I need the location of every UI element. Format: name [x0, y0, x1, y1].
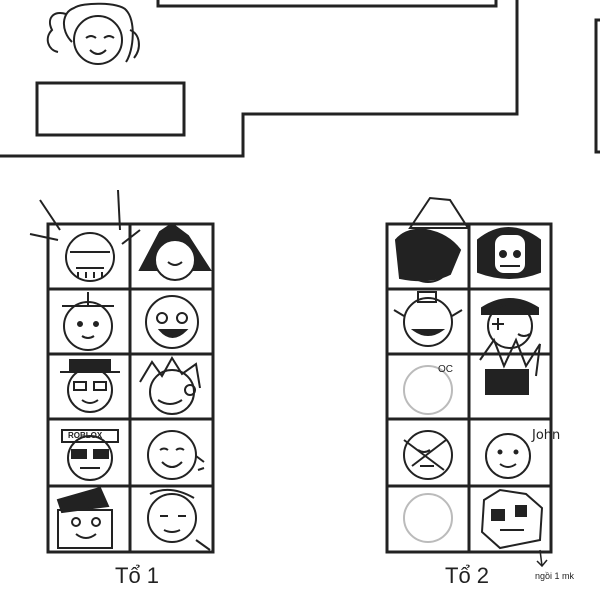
seat-note: ngồi 1 mk	[535, 571, 575, 581]
hooded-face-icon	[138, 222, 212, 281]
teacher-face-icon	[46, 2, 140, 65]
bun-face-icon	[393, 291, 463, 347]
cap-face-icon	[62, 292, 114, 351]
spiky-face-icon	[139, 356, 201, 415]
witch-hat-face-icon	[394, 196, 470, 283]
fedora-face-icon	[60, 359, 120, 413]
r-cap-face-icon	[56, 486, 113, 549]
blocky-face-icon	[480, 488, 544, 550]
empty-seat-icon	[403, 493, 453, 543]
roblox-cap-face-icon	[61, 429, 119, 481]
oc-note: OC	[438, 364, 453, 375]
mask-face-icon	[477, 227, 541, 279]
group-2-faces	[393, 196, 544, 550]
bandage-face-icon	[147, 488, 211, 551]
tall-ears-face-icon	[29, 189, 141, 282]
group-1-label: Tổ 1	[115, 563, 160, 588]
group-2-label: Tổ 2	[445, 563, 490, 588]
smile-face-icon	[147, 430, 205, 480]
group-2-grid	[385, 222, 553, 554]
censored-face-icon	[479, 337, 541, 395]
empty-seat-icon	[403, 365, 453, 415]
r-cap-face-2-icon	[481, 298, 539, 349]
scribble-face-icon	[403, 430, 453, 480]
teacher-desk	[35, 81, 186, 137]
plain-smile-face-icon	[485, 433, 531, 479]
room-walls	[0, 0, 600, 158]
teacher-wall	[0, 0, 519, 158]
roblox-cap-text: ROBLOX	[68, 431, 103, 440]
group-1-faces	[29, 189, 212, 551]
board-top	[156, 0, 498, 8]
right-door	[594, 18, 600, 154]
grin-face-icon	[145, 295, 199, 349]
arrow-to-note-icon	[536, 549, 548, 568]
john-note: John	[532, 428, 561, 443]
group-1-grid	[46, 222, 215, 554]
